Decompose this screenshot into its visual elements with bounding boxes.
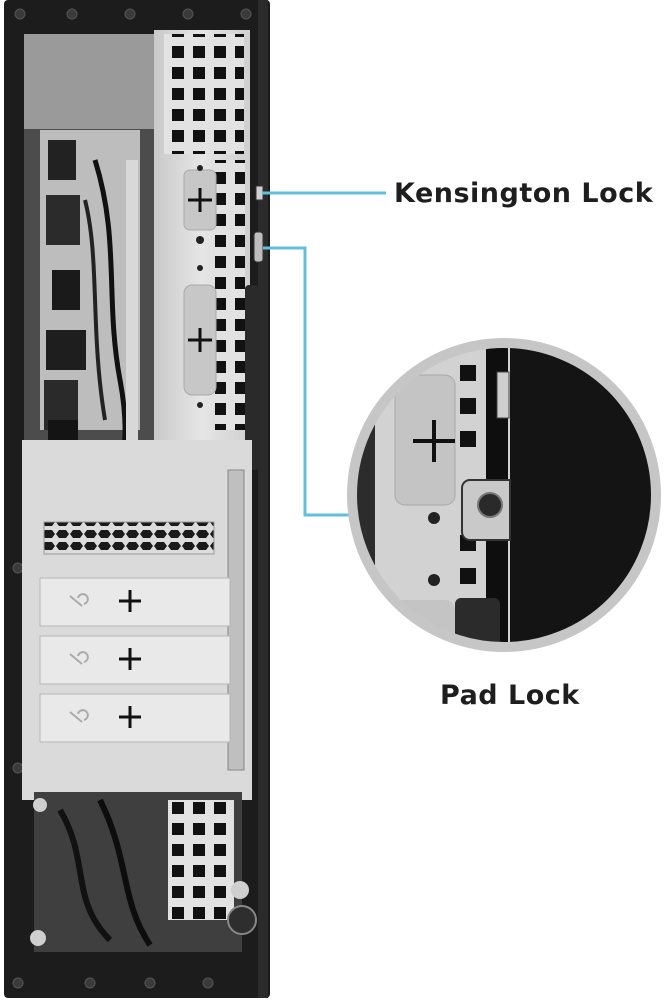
padlock-callout-line — [263, 246, 352, 517]
pad-lock-label: Pad Lock — [440, 680, 580, 711]
plus-icon — [188, 188, 212, 212]
plus-icon — [188, 328, 212, 352]
zoom-detail — [354, 345, 654, 645]
screw-icon — [227, 905, 257, 935]
zoom-ring — [347, 338, 661, 652]
plus-icon — [119, 590, 141, 728]
kensington-lock-label: Kensington Lock — [394, 178, 654, 209]
screw-icon — [12, 8, 252, 989]
